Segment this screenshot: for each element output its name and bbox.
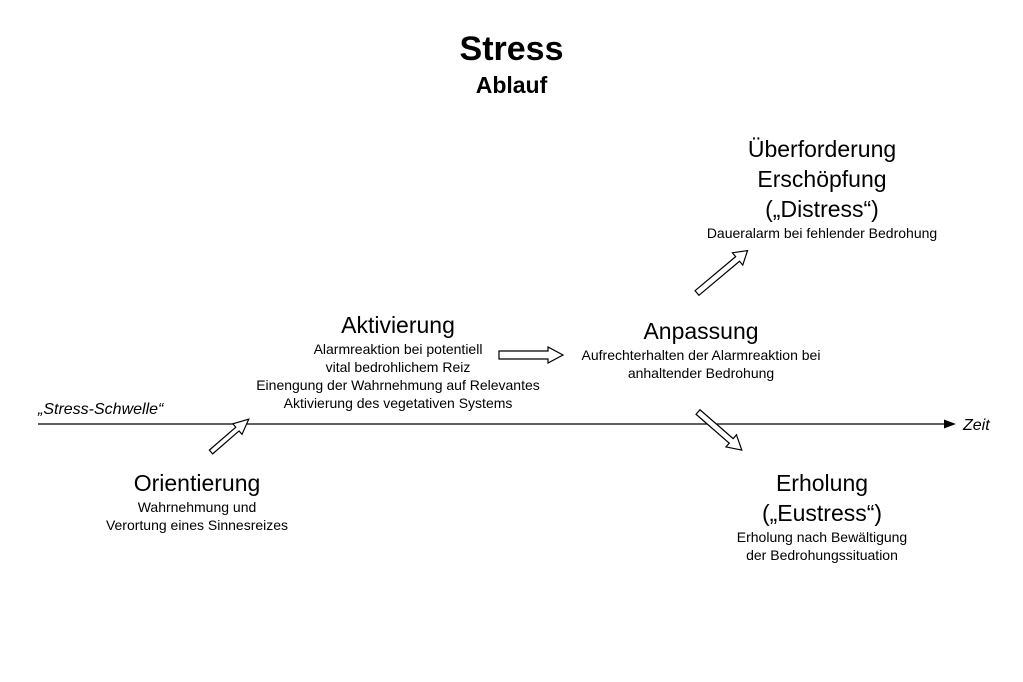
diagram-subtitle: Ablauf (475, 72, 548, 98)
stage-distress-heading: Überforderung (747, 136, 897, 162)
stage-distress-line: Daueralarm bei fehlender Bedrohung (706, 225, 938, 241)
stage-anpassung-line: anhaltender Bedrohung (627, 365, 775, 381)
arrow-anpassung-distress (694, 249, 749, 297)
arrow-aktivierung-anpassung (498, 346, 565, 364)
stage-eustress-line: Erholung nach Bewältigung (736, 529, 908, 545)
stage-aktivierung-line: Einengung der Wahrnehmung auf Relevantes (256, 377, 540, 393)
stage-eustress: Erholung („Eustress“) Erholung nach Bewä… (672, 468, 972, 564)
stage-orientierung-line: Wahrnehmung und (137, 499, 257, 515)
stage-eustress-line: der Bedrohungssituation (746, 547, 898, 563)
stage-aktivierung-line: vital bedrohlichem Reiz (325, 359, 471, 375)
stage-distress: Überforderung Erschöpfung („Distress“) D… (672, 134, 972, 242)
stage-aktivierung-heading: Aktivierung (341, 312, 455, 338)
stress-threshold-label: „Stress-Schwelle“ (38, 401, 164, 418)
arrow-anpassung-eustress (695, 408, 743, 451)
stage-eustress-heading: Erholung (775, 470, 869, 496)
stage-anpassung-line: Aufrechterhalten der Alarmreaktion bei (581, 347, 821, 363)
diagram-title: Stress (459, 30, 564, 68)
stage-distress-heading: („Distress“) (765, 196, 879, 222)
stage-distress-heading: Erschöpfung (757, 166, 887, 192)
time-axis-label: Zeit (963, 417, 990, 434)
arrow-orientierung-aktivierung (208, 418, 250, 455)
stage-aktivierung-line: Aktivierung des vegetativen Systems (283, 395, 513, 411)
time-axis-arrowhead (944, 419, 956, 429)
stage-orientierung: Orientierung Wahrnehmung und Verortung e… (77, 468, 317, 534)
stage-orientierung-heading: Orientierung (133, 470, 261, 496)
stage-aktivierung: Aktivierung Alarmreaktion bei potentiell… (228, 310, 568, 412)
stage-anpassung: Anpassung Aufrechterhalten der Alarmreak… (551, 316, 851, 382)
stage-aktivierung-line: Alarmreaktion bei potentiell (313, 341, 483, 357)
stage-eustress-heading: („Eustress“) (761, 500, 883, 526)
stage-orientierung-line: Verortung eines Sinnesreizes (105, 517, 289, 533)
stage-anpassung-heading: Anpassung (643, 318, 759, 344)
